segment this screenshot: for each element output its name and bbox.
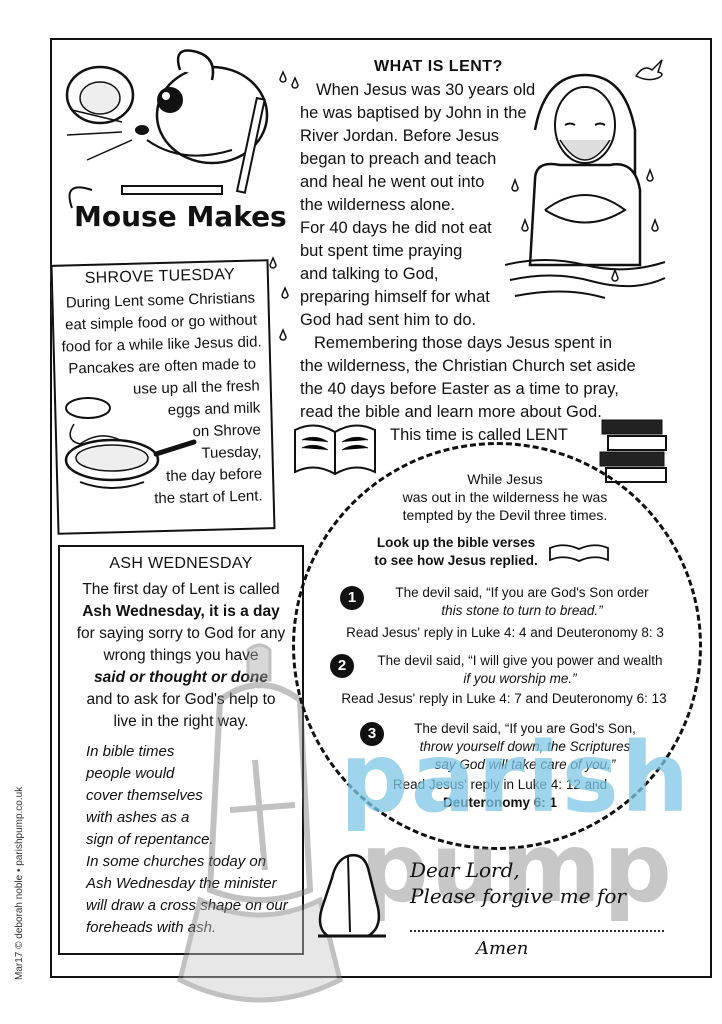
lookup-line: Look up the bible verses bbox=[376, 535, 536, 550]
ash-line: The first day of Lent is called bbox=[82, 581, 280, 598]
ash-italic-line: In some churches today on bbox=[86, 853, 267, 870]
lent-line: When Jesus was 30 years old bbox=[316, 81, 536, 99]
temptation-2-reference: Read Jesus' reply in Luke 4: 7 and Deute… bbox=[341, 691, 667, 706]
pancake-pan-icon bbox=[64, 397, 197, 489]
shrove-title: SHROVE TUESDAY bbox=[84, 266, 236, 288]
lent-line: the 40 days before Easter as a time to p… bbox=[300, 380, 619, 398]
lent-text-lower: Remembering those days Jesus spent in th… bbox=[300, 332, 680, 447]
temptation-number-1: 1 bbox=[340, 586, 364, 610]
ash-wednesday-box: ASH WEDNESDAY The first day of Lent is c… bbox=[58, 545, 304, 955]
ash-line: said or thought or done bbox=[94, 669, 268, 686]
ash-line: for saying sorry to God for any bbox=[76, 625, 286, 642]
lent-line: the wilderness alone. bbox=[300, 196, 456, 214]
lent-line: River Jordan. Before Jesus bbox=[300, 127, 500, 145]
prayer-blank-line bbox=[410, 930, 664, 932]
ash-italic-line: sign of repentance. bbox=[86, 831, 214, 848]
ash-italic-line: will draw a cross shape on our bbox=[86, 897, 288, 914]
temptation-circle bbox=[292, 442, 702, 850]
quote-line: The devil said, “If you are God's Son, bbox=[414, 721, 636, 736]
jesus-icon bbox=[505, 73, 666, 299]
reference-line: Read Jesus' reply in Luke 4: 12 and bbox=[392, 777, 608, 792]
lent-line: he was baptised by John in the bbox=[300, 104, 527, 122]
raindrops-icon bbox=[269, 70, 299, 341]
watermark-pump: pump bbox=[360, 812, 674, 924]
mouse-icon bbox=[65, 49, 269, 209]
temptation-2-quote: The devil said, “I will give you power a… bbox=[360, 652, 680, 688]
lantern-icon bbox=[177, 643, 343, 1003]
lent-line: but spent time praying bbox=[300, 242, 463, 260]
ash-italic-line: Ash Wednesday the minister bbox=[86, 875, 277, 892]
quote-line: say God will take care of you.” bbox=[434, 757, 616, 772]
prayer-line-2: Please forgive me for bbox=[410, 884, 626, 908]
lookup-line: to see how Jesus replied. bbox=[374, 553, 538, 568]
temptation-1-reference: Read Jesus' reply in Luke 4: 4 and Deute… bbox=[346, 625, 664, 640]
ash-line: Ash Wednesday, it is a day bbox=[82, 603, 280, 620]
reference-line: Deuteronomy 6: 1 bbox=[442, 795, 558, 810]
temptation-3-quote: The devil said, “If you are God's Son, t… bbox=[390, 720, 660, 774]
small-bible-icon bbox=[549, 544, 609, 562]
ash-text: The first day of Lent is called Ash Wedn… bbox=[60, 579, 302, 733]
lookup-instructions: Look up the bible verses to see how Jesu… bbox=[356, 534, 556, 570]
page-frame bbox=[50, 38, 712, 978]
lent-line: began to preach and teach bbox=[300, 150, 497, 168]
watermark-parish: parish bbox=[340, 722, 692, 834]
lent-line: Remembering those days Jesus spent in bbox=[314, 334, 613, 352]
quote-line: The devil said, “I will give you power a… bbox=[377, 653, 663, 668]
lent-line: God had sent him to do. bbox=[300, 311, 477, 329]
ash-italic-line: with ashes as a bbox=[86, 809, 190, 826]
temptation-intro: While Jesus was out in the wilderness he… bbox=[360, 470, 650, 524]
ash-italic-line: foreheads with ash. bbox=[86, 919, 217, 936]
page-title: Mouse Makes bbox=[74, 200, 287, 233]
lent-line: This time is called LENT bbox=[390, 426, 568, 444]
ash-line: and to ask for God's help to bbox=[86, 691, 276, 708]
bible-icon bbox=[294, 424, 376, 476]
quote-line: throw yourself down, the Scriptures bbox=[419, 739, 631, 754]
intro-line: tempted by the Devil three times. bbox=[402, 507, 608, 523]
lent-line: preparing himself for what bbox=[300, 288, 490, 306]
dove-icon bbox=[634, 59, 663, 81]
temptation-3-reference: Read Jesus' reply in Luke 4: 12 and Deut… bbox=[380, 776, 620, 812]
lent-line: and heal he went out into bbox=[300, 173, 485, 191]
praying-hands-icon bbox=[318, 854, 386, 938]
temptation-number-2: 2 bbox=[330, 654, 354, 678]
ash-italic-line: cover themselves bbox=[86, 787, 203, 804]
lent-line: read the bible and learn more about God. bbox=[300, 403, 602, 421]
prayer-amen: Amen bbox=[476, 938, 529, 959]
intro-line: While Jesus bbox=[467, 471, 543, 487]
quote-line: this stone to turn to bread.” bbox=[441, 603, 603, 618]
ash-italic-text: In bible times people would cover themse… bbox=[60, 741, 302, 939]
quote-line: The devil said, “If you are God's Son or… bbox=[395, 585, 649, 600]
lent-text-upper: When Jesus was 30 years old he was bapti… bbox=[300, 79, 560, 332]
quote-line: if you worship me.” bbox=[463, 671, 577, 686]
ash-italic-line: In bible times bbox=[86, 743, 175, 760]
lent-line: For 40 days he did not eat bbox=[300, 219, 492, 237]
ash-title: ASH WEDNESDAY bbox=[109, 555, 253, 572]
prayer-line-1: Dear Lord, bbox=[410, 858, 520, 882]
copyright-credit: Mar17 © deborah noble • parishpump.co.uk bbox=[14, 786, 25, 980]
ash-line: wrong things you have bbox=[103, 647, 259, 664]
temptation-1-quote: The devil said, “If you are God's Son or… bbox=[372, 584, 672, 620]
temptation-number-3: 3 bbox=[360, 722, 384, 746]
intro-line: was out in the wilderness he was bbox=[402, 489, 608, 505]
lent-line: and talking to God, bbox=[300, 265, 439, 283]
books-icon bbox=[599, 419, 667, 483]
ash-italic-line: people would bbox=[86, 765, 175, 782]
lent-line: the wilderness, the Christian Church set… bbox=[300, 357, 636, 375]
lent-heading: WHAT IS LENT? bbox=[374, 58, 503, 75]
ash-line: live in the right way. bbox=[113, 713, 249, 730]
